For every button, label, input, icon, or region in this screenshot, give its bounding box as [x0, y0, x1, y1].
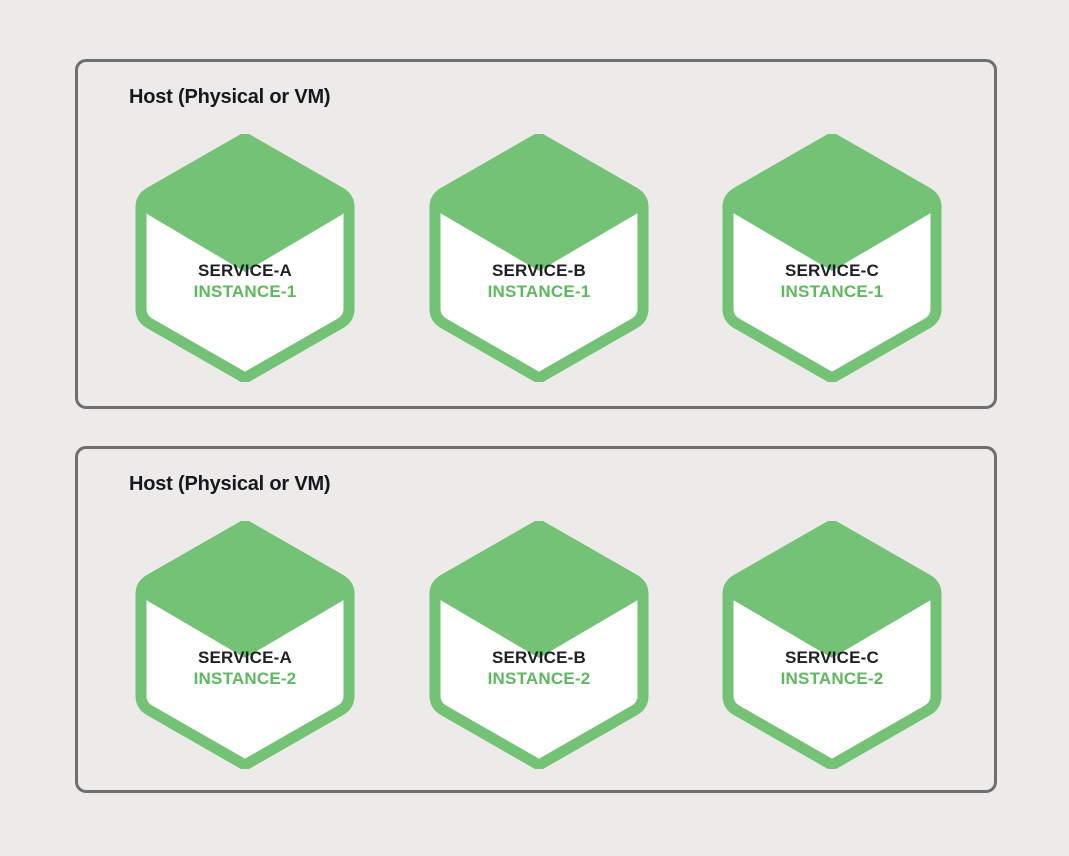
hexagon-container-icon: [722, 134, 942, 382]
host-container-1: Host (Physical or VM) SERVICE-A INSTANCE…: [75, 59, 997, 409]
hexagon-container-icon: [135, 134, 355, 382]
service-node-b1[interactable]: SERVICE-B INSTANCE-1: [427, 134, 651, 382]
service-node-b2[interactable]: SERVICE-B INSTANCE-2: [427, 521, 651, 769]
service-node-a1[interactable]: SERVICE-A INSTANCE-1: [133, 134, 357, 382]
hexagon-container-icon: [429, 521, 649, 769]
service-node-row-2: SERVICE-A INSTANCE-2 SERVICE-B INSTANCE-…: [78, 449, 994, 790]
host-container-2: Host (Physical or VM) SERVICE-A INSTANCE…: [75, 446, 997, 793]
host-title-2: Host (Physical or VM): [129, 473, 331, 495]
hexagon-container-icon: [722, 521, 942, 769]
host-title-1: Host (Physical or VM): [129, 86, 331, 108]
service-node-row-1: SERVICE-A INSTANCE-1 SERVICE-B INSTANCE-…: [78, 62, 994, 406]
service-node-c1[interactable]: SERVICE-C INSTANCE-1: [720, 134, 944, 382]
hexagon-container-icon: [135, 521, 355, 769]
hexagon-container-icon: [429, 134, 649, 382]
service-node-a2[interactable]: SERVICE-A INSTANCE-2: [133, 521, 357, 769]
service-node-c2[interactable]: SERVICE-C INSTANCE-2: [720, 521, 944, 769]
